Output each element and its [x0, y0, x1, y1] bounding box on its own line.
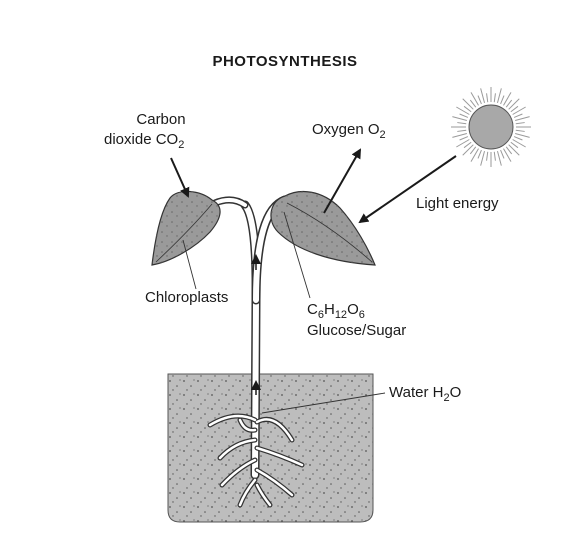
sun-ray	[510, 141, 519, 149]
sun-ray	[512, 106, 526, 115]
sun-ray	[503, 92, 512, 106]
sun-ray	[486, 93, 489, 103]
sun-ray	[452, 132, 467, 138]
sun-ray	[463, 105, 472, 113]
sun-ray	[469, 146, 477, 155]
light-energy-label: Light energy	[416, 195, 499, 212]
sun-ray	[505, 99, 513, 108]
glucose-name-label: Glucose/Sugar	[307, 322, 406, 339]
light-arrow	[358, 155, 457, 224]
sun-ray	[486, 151, 489, 161]
glucose-leader	[283, 211, 311, 299]
diagram-title: PHOTOSYNTHESIS	[212, 53, 357, 70]
sun-ray	[500, 95, 505, 105]
sun-ray	[457, 122, 467, 125]
sun-ray	[462, 98, 474, 110]
sun-ray	[477, 149, 482, 159]
sun-ray	[463, 141, 472, 149]
chloroplasts-label: Chloroplasts	[145, 289, 228, 306]
sun-ray	[496, 151, 502, 166]
carbon-label-line1: Carbon	[136, 111, 185, 128]
sun-ray	[470, 148, 479, 162]
sun-ray	[456, 106, 470, 115]
sun-icon	[451, 87, 531, 167]
carbon-label-line2: dioxide CO2	[104, 131, 184, 151]
sun-ray	[493, 151, 496, 161]
left-leaf	[151, 190, 221, 266]
sun-ray	[459, 136, 469, 141]
sun-ray	[459, 113, 469, 118]
sun-ray	[470, 92, 479, 106]
water-label: Water H2O	[389, 384, 461, 404]
stem	[211, 195, 290, 480]
sun-ray	[469, 99, 477, 108]
sun-ray	[480, 88, 486, 103]
sun-ray	[477, 95, 482, 105]
sun-ray	[515, 122, 525, 125]
sun-ray	[456, 139, 470, 148]
sun-ray	[515, 116, 530, 122]
water-leader	[261, 392, 386, 414]
sun-ray	[508, 144, 520, 156]
co2-arrow	[170, 157, 190, 198]
sun-ray	[512, 139, 526, 148]
sun-ray	[496, 88, 502, 103]
roots-highlight	[208, 414, 304, 507]
right-leaf	[270, 190, 376, 266]
sun-ray	[505, 146, 513, 155]
sun-ray	[508, 98, 520, 110]
sun-ray	[503, 148, 512, 162]
sun-ray	[452, 116, 467, 122]
sun-ray	[500, 149, 505, 159]
soil	[167, 373, 374, 523]
sun-ray	[457, 129, 467, 132]
glucose-formula-label: C6H12O6	[307, 301, 365, 321]
chloroplasts-leader	[182, 239, 197, 290]
sun-ray	[513, 136, 523, 141]
sun-ray	[480, 151, 486, 166]
sun-ray	[515, 129, 525, 132]
sun-ray	[462, 144, 474, 156]
oxygen-label: Oxygen O2	[312, 121, 386, 141]
sun-ray	[513, 113, 523, 118]
sun-ray	[493, 93, 496, 103]
sun-ray	[510, 105, 519, 113]
sun-ray	[515, 132, 530, 138]
oxygen-arrow	[323, 148, 361, 214]
